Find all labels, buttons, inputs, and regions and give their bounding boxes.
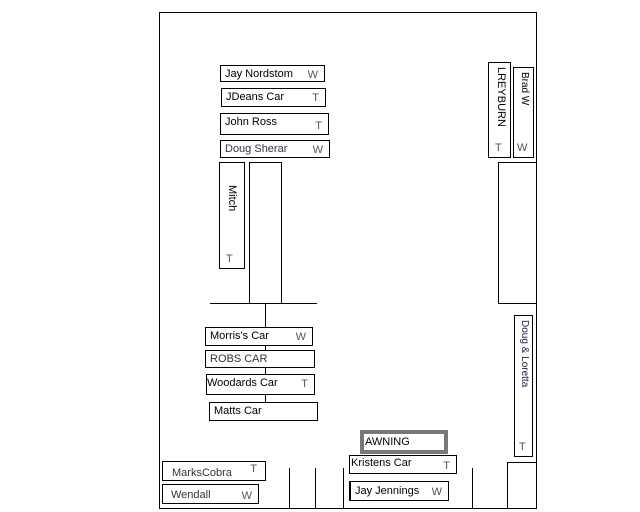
spot-morris-car[interactable]: Morris's Car W: [205, 327, 313, 346]
spot-tag: T: [301, 378, 308, 390]
spot-markscobra[interactable]: MarksCobra T: [162, 461, 266, 481]
empty-spot: [498, 162, 537, 304]
spot-lreyburn[interactable]: LREYBURN T: [488, 62, 511, 158]
stall-line: [289, 468, 290, 508]
awning: AWNING: [360, 430, 448, 454]
spot-label: Mitch: [226, 185, 238, 212]
spot-label: Jay Nordstom: [225, 68, 293, 80]
divider-line: [210, 303, 317, 304]
spot-brad-w[interactable]: Brad W W: [513, 67, 534, 158]
spot-tag: T: [495, 142, 502, 154]
lot-boundary: [159, 12, 537, 509]
spot-jdeans-car[interactable]: JDeans Car T: [221, 88, 326, 107]
spot-woodards-car[interactable]: Woodards Car T: [206, 374, 315, 395]
spot-robs-car[interactable]: ROBS CAR: [205, 350, 315, 368]
spot-label: Matts Car: [214, 405, 262, 417]
spot-tag: W: [307, 69, 318, 81]
spot-jay-jennings[interactable]: Jay Jennings W: [349, 481, 449, 501]
spot-label: Brad W: [519, 72, 530, 106]
empty-spot: [249, 162, 282, 304]
spot-label: Doug & Loretta: [519, 320, 530, 388]
spot-tag: T: [315, 120, 322, 132]
spot-tag: T: [443, 460, 450, 472]
spot-label: MarksCobra: [172, 467, 232, 479]
spot-label: ROBS CAR: [210, 353, 268, 365]
awning-label: AWNING: [365, 436, 410, 448]
stall-line: [343, 468, 344, 508]
stall-line: [315, 468, 316, 508]
spot-tag: T: [312, 92, 319, 104]
spot-tag: W: [295, 331, 306, 343]
spot-matts-car[interactable]: Matts Car: [209, 402, 318, 421]
spot-tag: T: [250, 463, 257, 475]
spot-label: John Ross: [225, 116, 277, 128]
spot-tag: T: [519, 441, 526, 453]
spot-label: Kristens Car: [351, 457, 412, 469]
spot-label: Woodards Car: [207, 377, 278, 389]
spot-kristens-car[interactable]: Kristens Car T: [349, 455, 457, 474]
spot-jay-nordstom[interactable]: Jay Nordstom W: [220, 65, 325, 82]
spot-wendall[interactable]: Wendall W: [162, 484, 259, 504]
spot-tag: T: [226, 253, 233, 265]
spot-tag: W: [241, 490, 252, 502]
spot-john-ross[interactable]: John Ross T: [220, 113, 329, 135]
spot-tag: W: [312, 144, 323, 156]
spot-label: JDeans Car: [226, 91, 285, 103]
spot-label: Morris's Car: [210, 330, 269, 342]
spot-label: LREYBURN: [495, 67, 507, 127]
spot-tag: W: [431, 486, 442, 498]
spot-label: Doug Sherar: [225, 143, 288, 155]
spot-label: Jay Jennings: [355, 485, 420, 497]
spot-label: Wendall: [171, 489, 211, 501]
stall-line: [472, 468, 473, 508]
spot-doug-sherar[interactable]: Doug Sherar W: [220, 140, 330, 158]
spot-tag: W: [517, 142, 528, 154]
empty-spot: [507, 462, 537, 509]
